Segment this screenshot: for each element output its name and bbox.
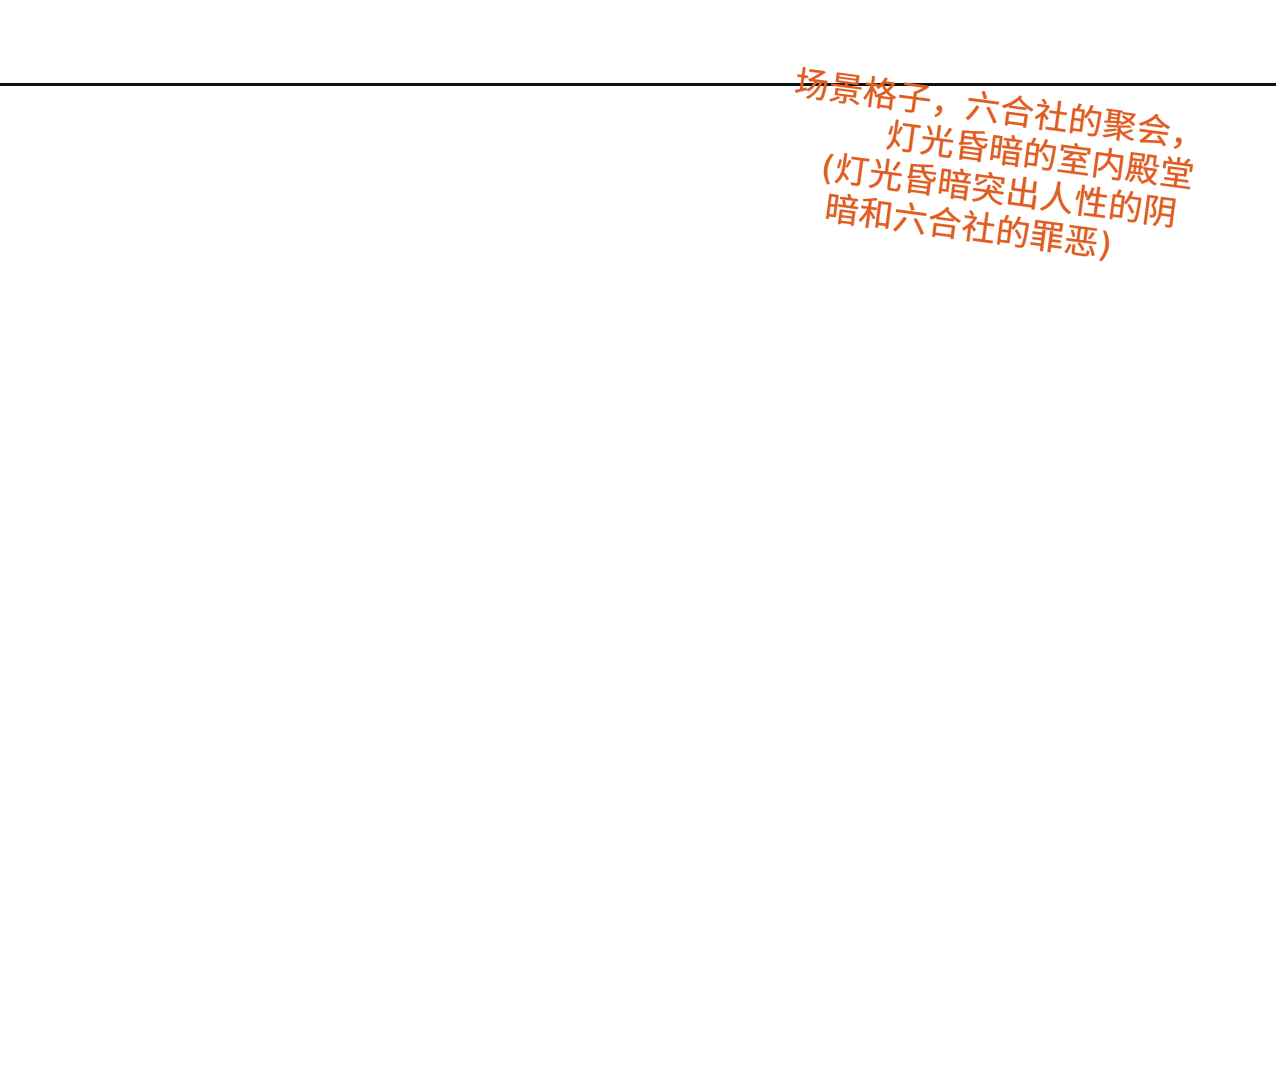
annotation-line-4: 暗和六合社的罪恶): [822, 188, 1115, 267]
annotation-line-2: 灯光昏暗的室内殿堂: [883, 115, 1197, 197]
annotation-line-1: 场景格子，六合社的聚会，: [792, 63, 1208, 158]
horizontal-divider-line: [0, 83, 1276, 86]
scene-annotation-note: 场景格子，六合社的聚会， 灯光昏暗的室内殿堂 (灯光昏暗突出人性的阴 暗和六合社…: [721, 56, 1208, 277]
annotation-line-3: (灯光昏暗突出人性的阴: [818, 147, 1180, 235]
